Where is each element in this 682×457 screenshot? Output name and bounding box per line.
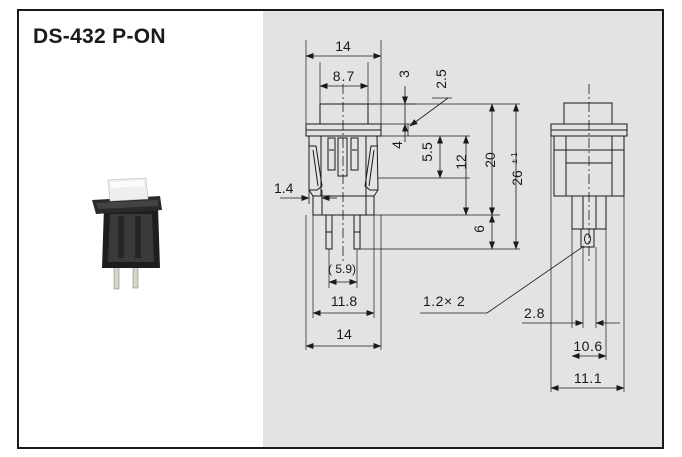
- dim-body-width: 11.8: [331, 293, 357, 309]
- dim-cap-width: 8.7: [333, 68, 355, 84]
- dim-side-width: 11.1: [574, 370, 602, 386]
- dim-body-height: 12: [453, 154, 469, 170]
- dim-body-step: 4: [389, 141, 405, 149]
- dim-base-width: 14: [336, 326, 352, 342]
- dim-top-width: 14: [335, 38, 351, 54]
- push-switch-photo-icon: [92, 177, 162, 290]
- dim-shoulder: 5.5: [419, 142, 435, 162]
- dim-latch: 1.4: [274, 180, 294, 196]
- dim-hole: 1.2× 2: [423, 293, 465, 309]
- dim-tolerance: ± 1: [510, 152, 519, 164]
- dimension-lines: [280, 53, 625, 391]
- dim-side-pitch: 2.8: [524, 305, 545, 321]
- product-title: DS-432 P-ON: [33, 25, 166, 48]
- spec-sheet-frame: DS-432 P-ON: [17, 9, 664, 449]
- dim-total-height: 20: [482, 152, 498, 168]
- dim-terminal-length: 6: [471, 225, 487, 233]
- dimension-labels: 14 8.7 3 2.5 4 5.5 12 20 26 ± 1 6 1.4 ( …: [274, 38, 602, 386]
- front-view: [305, 84, 382, 262]
- dim-cap-height: 3: [396, 70, 412, 78]
- dim-pin-pitch: ( 5.9): [328, 262, 356, 276]
- dim-side-mid: 10.6: [573, 338, 602, 354]
- dim-cap-inset: 2.5: [433, 69, 449, 89]
- dim-overall-height: 26: [509, 170, 525, 186]
- side-view: [550, 84, 628, 262]
